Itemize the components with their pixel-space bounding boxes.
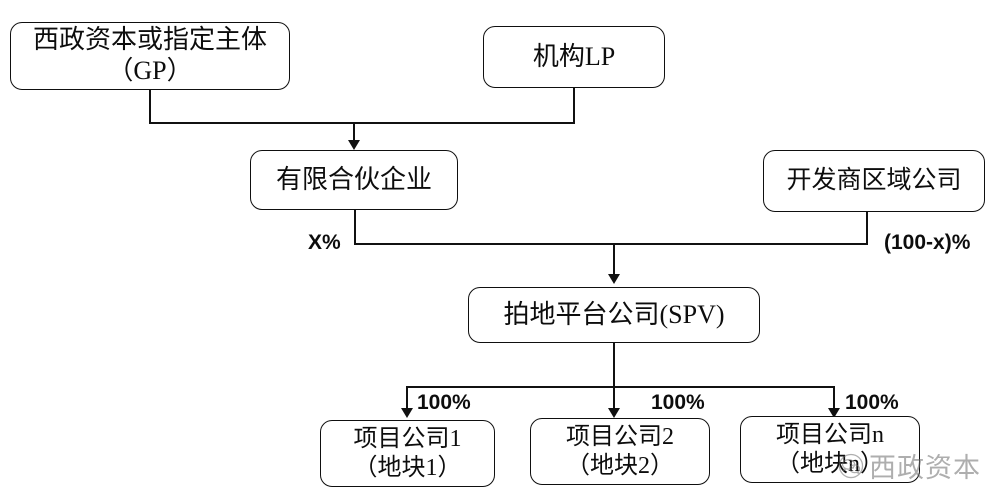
node-gp-line2: （GP） [107, 56, 193, 85]
node-projectn-line1: 项目公司n [776, 422, 884, 449]
edge-label-x-percent: X% [308, 231, 341, 254]
edge-partnership-developer-bus [354, 243, 868, 245]
edge-label-project2-percent: 100% [651, 391, 705, 414]
edge-partnership-stub [354, 210, 356, 244]
arrow-to-partnership [348, 140, 360, 150]
node-lp[interactable]: 机构LP [483, 26, 665, 88]
node-projectn-line2: （地块n） [776, 450, 884, 477]
arrow-to-projectn [828, 408, 840, 418]
node-lp-line1: 机构LP [532, 41, 616, 71]
node-project1-line1: 项目公司1 [353, 426, 462, 453]
node-gp[interactable]: 西政资本或指定主体 （GP） [10, 22, 290, 90]
edge-gp-lp-bus [149, 122, 575, 124]
node-developer-line1: 开发商区域公司 [786, 167, 962, 195]
edge-lp-stub [573, 88, 575, 123]
edge-label-projectn-percent: 100% [845, 391, 899, 414]
edge-bus-to-spv [613, 243, 615, 276]
node-project2-line1: 项目公司2 [566, 424, 674, 451]
node-gp-line1: 西政资本或指定主体 [32, 25, 267, 55]
edge-label-project1-percent: 100% [417, 391, 471, 414]
node-partnership[interactable]: 有限合伙企业 [250, 150, 458, 210]
edge-spv-to-project1 [406, 386, 408, 411]
edge-developer-stub [866, 212, 868, 244]
edge-spv-stem [613, 343, 615, 387]
node-projectn[interactable]: 项目公司n （地块n） [740, 416, 920, 483]
node-project1-line2: （地块1） [353, 454, 462, 481]
edge-spv-to-projectn [833, 386, 835, 411]
node-partnership-line1: 有限合伙企业 [275, 164, 432, 194]
node-developer[interactable]: 开发商区域公司 [763, 150, 985, 212]
node-spv-line1: 拍地平台公司(SPV) [503, 299, 725, 329]
arrow-to-project1 [401, 408, 413, 418]
node-project2-line2: （地块2） [566, 452, 674, 479]
node-project2[interactable]: 项目公司2 （地块2） [530, 418, 710, 485]
edge-label-100-minus-x-percent: (100-x)% [884, 231, 971, 254]
arrow-to-spv [608, 274, 620, 284]
edge-gp-stub [149, 90, 151, 123]
node-project1[interactable]: 项目公司1 （地块1） [320, 420, 495, 487]
node-spv[interactable]: 拍地平台公司(SPV) [468, 287, 760, 343]
arrow-to-project2 [608, 408, 620, 418]
edge-spv-distribution-bus [406, 386, 834, 388]
edge-bus-to-partnership [353, 122, 355, 147]
edge-spv-to-project2 [613, 386, 615, 411]
